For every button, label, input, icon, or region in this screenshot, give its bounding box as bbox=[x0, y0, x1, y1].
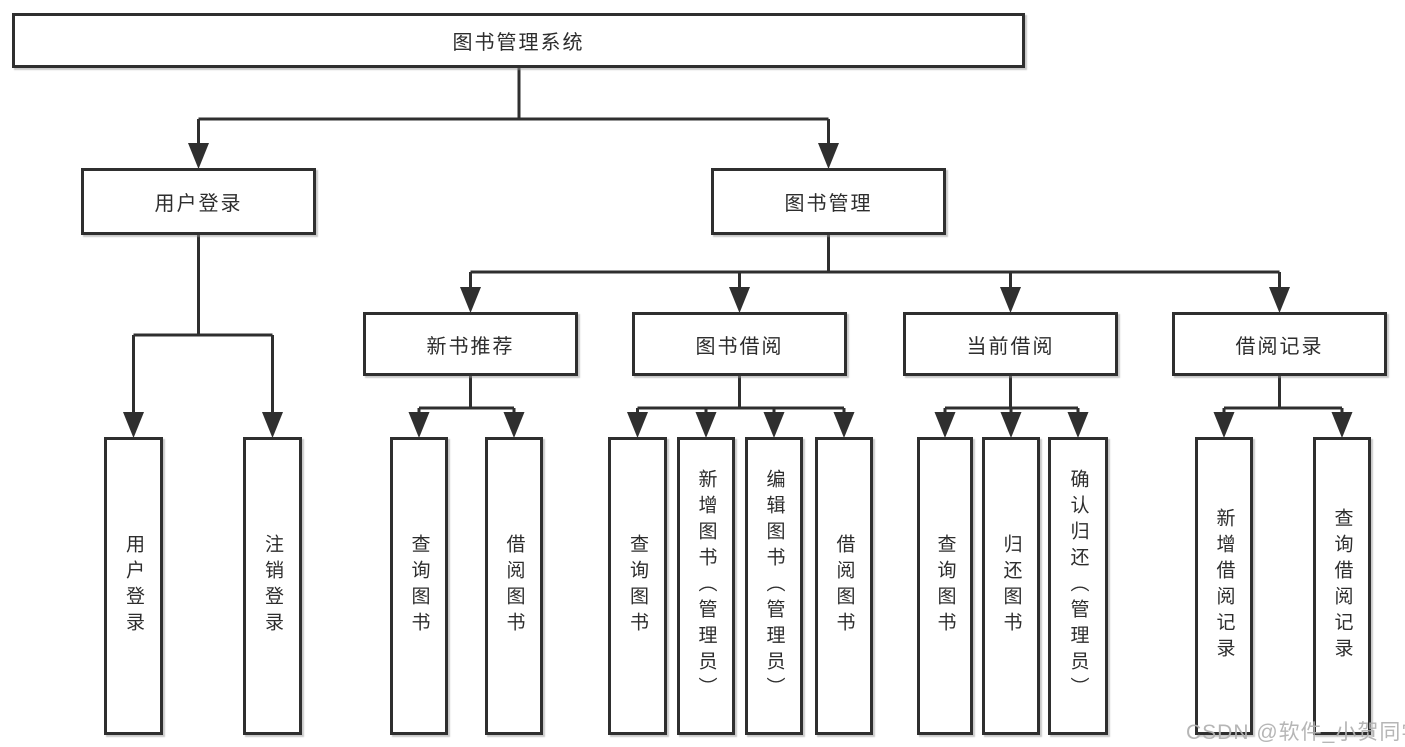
leaf-borrow-query-books-label: 查询图书 bbox=[627, 534, 648, 638]
leaf-rec-query-books: 查询图书 bbox=[390, 437, 448, 735]
leaf-add-books-admin: 新增图书（管理员） bbox=[677, 437, 735, 735]
leaf-edit-books-admin: 编辑图书（管理员） bbox=[745, 437, 803, 735]
csdn-watermark: CSDN @软件_小贺同学 bbox=[1186, 721, 1405, 744]
node-borrow-records-label: 借阅记录 bbox=[1235, 335, 1324, 358]
node-book-mgmt-label: 图书管理 bbox=[784, 193, 873, 215]
leaf-borrow-books: 借阅图书 bbox=[815, 437, 873, 735]
connector-user-login-children bbox=[123, 235, 283, 438]
leaf-logout: 注销登录 bbox=[243, 437, 302, 735]
leaf-confirm-return-admin: 确认归还（管理员） bbox=[1048, 437, 1108, 735]
leaf-user-login-label: 用户登录 bbox=[123, 534, 144, 638]
connector-current-borrow-children bbox=[934, 376, 1089, 438]
node-new-book-rec-label: 新书推荐 bbox=[426, 335, 515, 358]
leaf-confirm-return-admin-label: 确认归还（管理员） bbox=[1067, 469, 1089, 703]
node-book-borrow: 图书借阅 bbox=[632, 312, 847, 376]
leaf-add-borrow-record: 新增借阅记录 bbox=[1195, 437, 1253, 735]
leaf-query-borrow-record-label: 查询借阅记录 bbox=[1331, 508, 1353, 664]
leaf-borrow-query-books: 查询图书 bbox=[608, 437, 667, 735]
connector-book-borrow-children bbox=[627, 376, 855, 438]
node-current-borrow: 当前借阅 bbox=[903, 312, 1118, 376]
leaf-borrow-books-label: 借阅图书 bbox=[833, 534, 855, 638]
leaf-rec-borrow-books-label: 借阅图书 bbox=[503, 534, 525, 638]
connector-new-book-rec-children bbox=[408, 376, 525, 438]
node-root-system-label: 图书管理系统 bbox=[452, 32, 585, 54]
leaf-return-books-label: 归还图书 bbox=[1000, 534, 1022, 638]
leaf-current-query-books-label: 查询图书 bbox=[934, 534, 956, 638]
node-borrow-records: 借阅记录 bbox=[1172, 312, 1387, 376]
node-book-mgmt: 图书管理 bbox=[711, 168, 946, 235]
node-current-borrow-label: 当前借阅 bbox=[966, 335, 1055, 358]
leaf-query-borrow-record: 查询借阅记录 bbox=[1313, 437, 1371, 735]
leaf-user-login: 用户登录 bbox=[104, 437, 163, 735]
leaf-return-books: 归还图书 bbox=[982, 437, 1040, 735]
leaf-add-books-admin-label: 新增图书（管理员） bbox=[695, 469, 717, 703]
leaf-logout-label: 注销登录 bbox=[262, 534, 283, 638]
connector-borrow-records-children bbox=[1213, 376, 1353, 438]
connector-root-to-level2 bbox=[188, 68, 839, 169]
connector-book-mgmt-children bbox=[460, 235, 1290, 313]
leaf-rec-borrow-books: 借阅图书 bbox=[485, 437, 543, 735]
leaf-current-query-books: 查询图书 bbox=[917, 437, 973, 735]
node-root-system: 图书管理系统 bbox=[12, 13, 1025, 68]
node-user-login-label: 用户登录 bbox=[154, 193, 243, 215]
node-user-login: 用户登录 bbox=[81, 168, 316, 235]
leaf-rec-query-books-label: 查询图书 bbox=[408, 534, 430, 638]
node-new-book-rec: 新书推荐 bbox=[363, 312, 578, 376]
leaf-edit-books-admin-label: 编辑图书（管理员） bbox=[763, 469, 785, 703]
leaf-add-borrow-record-label: 新增借阅记录 bbox=[1213, 508, 1235, 664]
node-book-borrow-label: 图书借阅 bbox=[695, 335, 784, 358]
